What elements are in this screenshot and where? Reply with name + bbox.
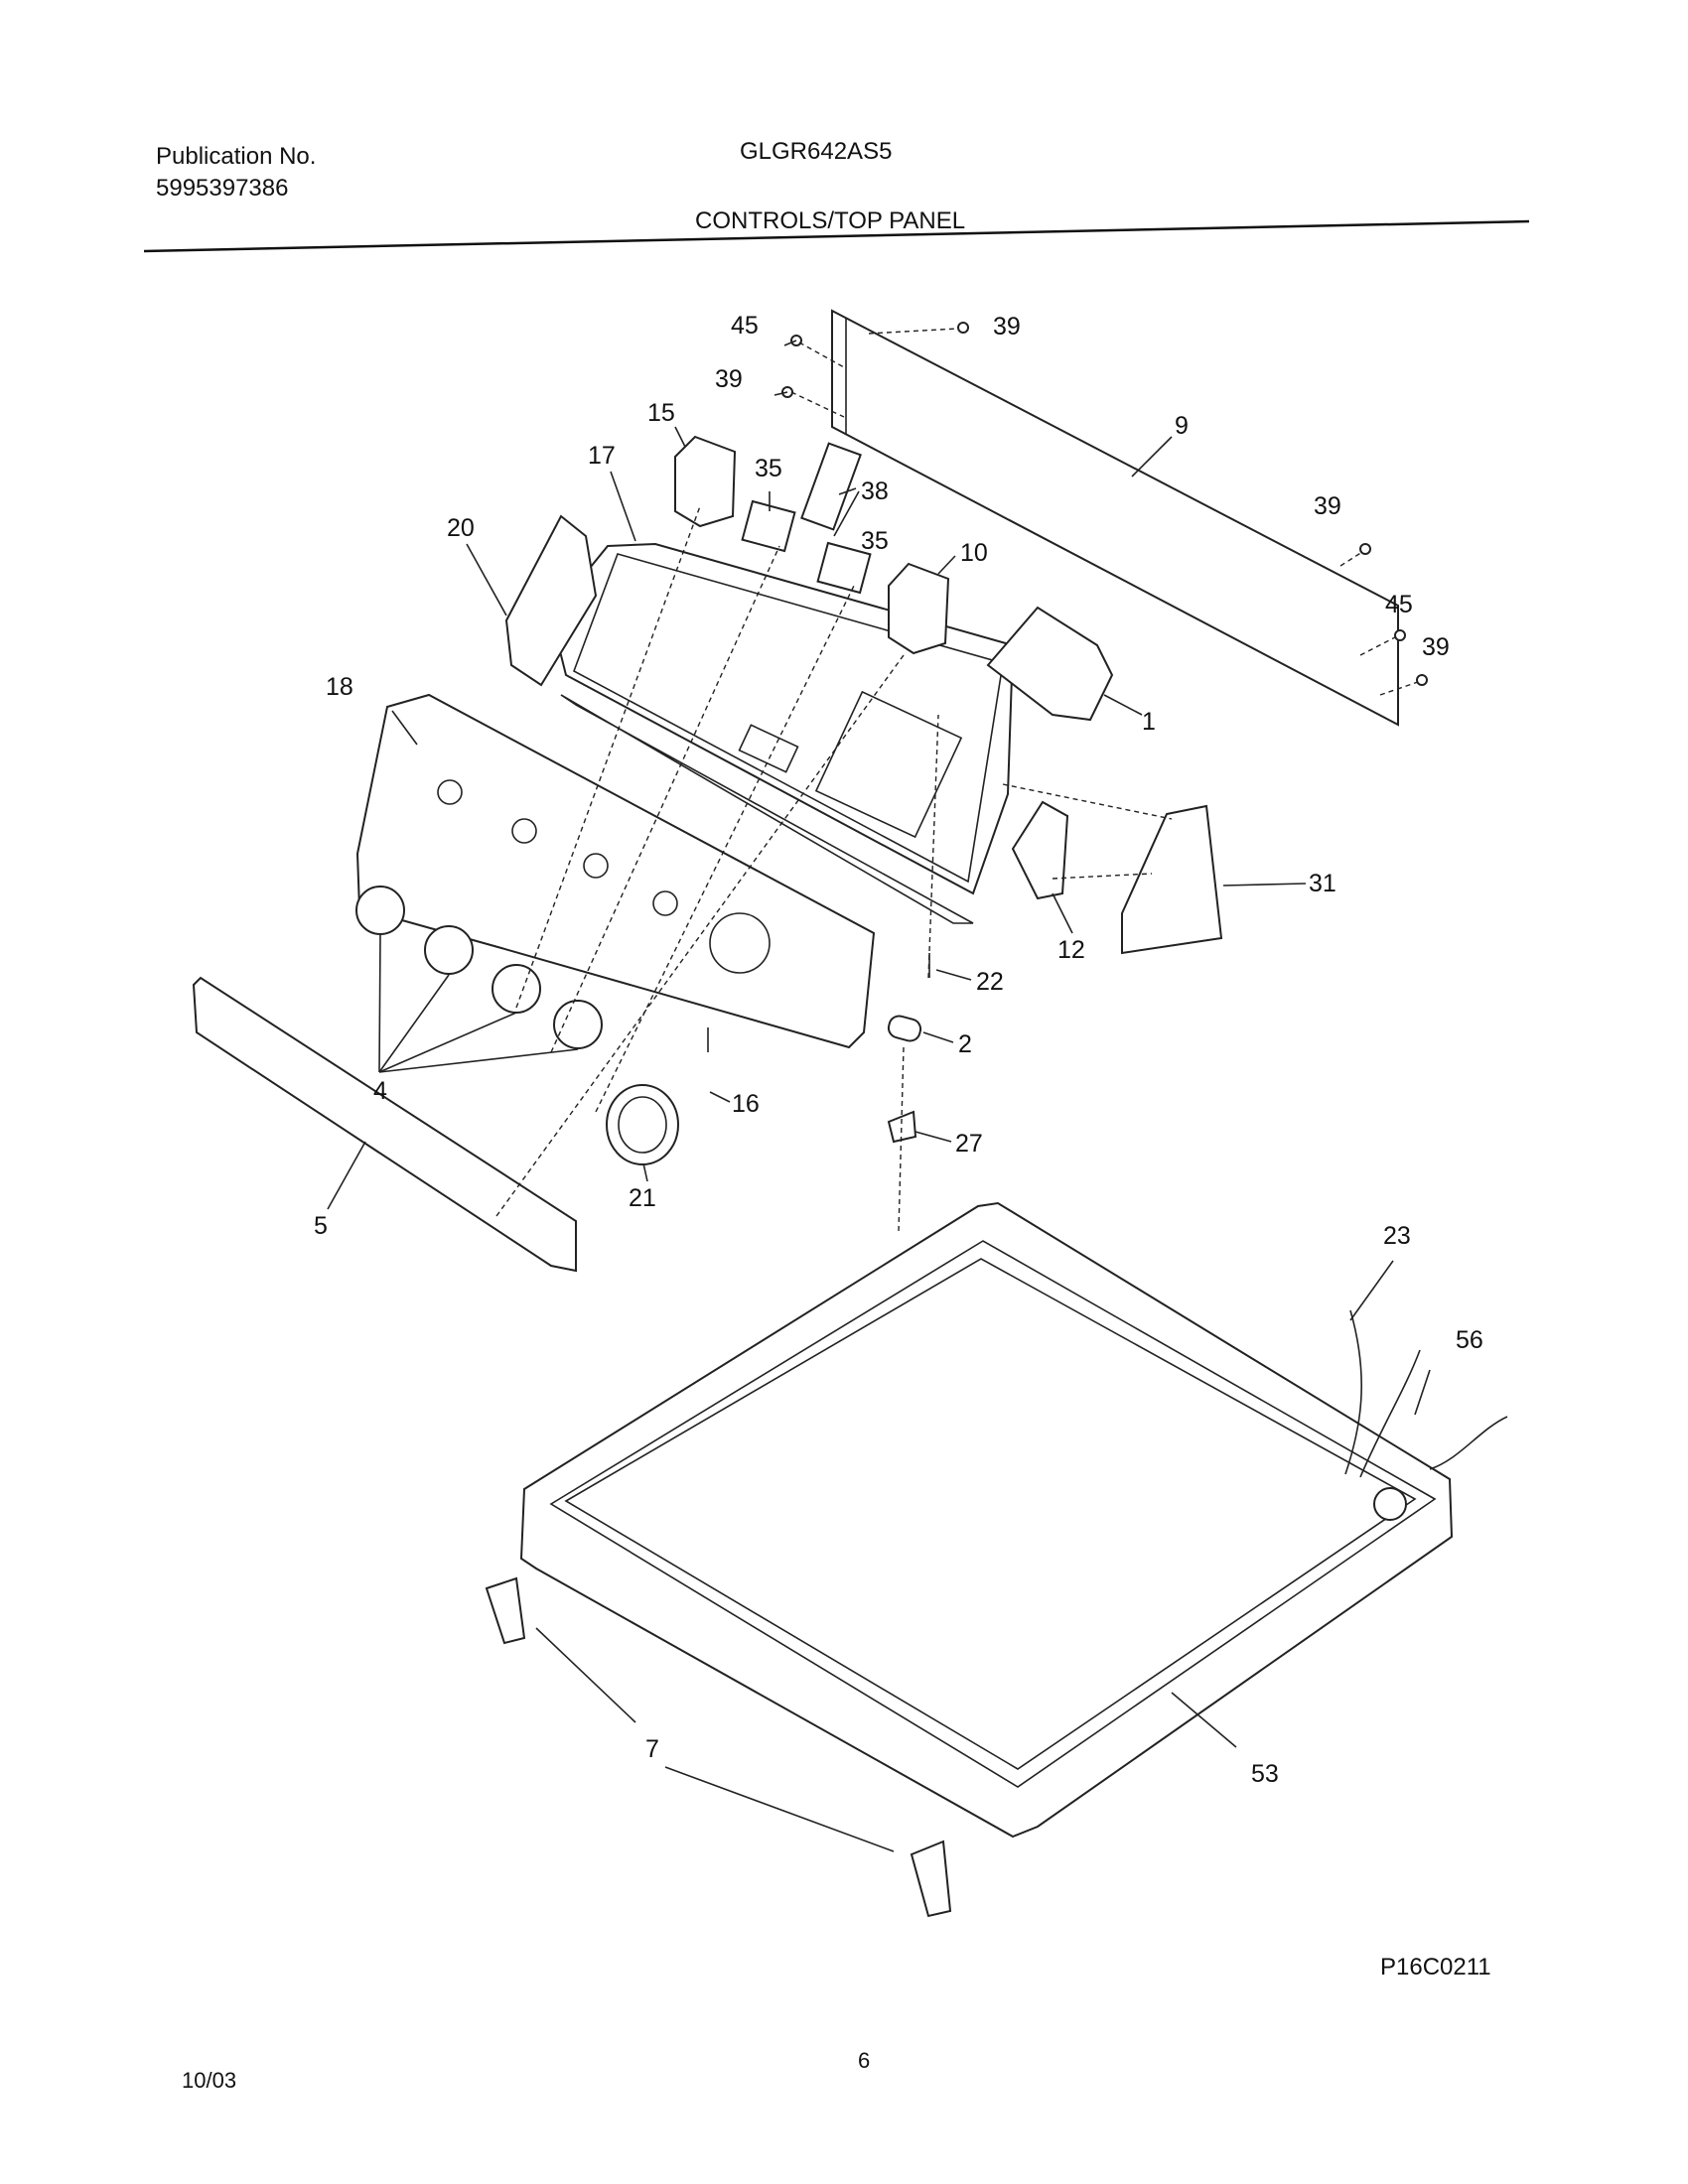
part-electronic-board bbox=[1011, 800, 1069, 900]
callout-35-upper: 35 bbox=[755, 455, 782, 482]
callout-18: 18 bbox=[326, 673, 353, 701]
part-knobs bbox=[355, 886, 603, 1049]
section-title: CONTROLS/TOP PANEL bbox=[695, 207, 966, 234]
part-timer-knob bbox=[606, 1084, 679, 1165]
publication-number: 5995397386 bbox=[156, 175, 289, 202]
callout-7: 7 bbox=[645, 1735, 659, 1763]
callout-56: 56 bbox=[1456, 1326, 1483, 1354]
part-top-panel bbox=[519, 1201, 1454, 1839]
callout-21: 21 bbox=[629, 1184, 656, 1212]
callout-16: 16 bbox=[732, 1090, 760, 1118]
callout-20: 20 bbox=[447, 514, 475, 542]
part-back-panel bbox=[831, 309, 1399, 727]
callout-1: 1 bbox=[1142, 708, 1156, 736]
part-feet bbox=[485, 1576, 952, 1918]
callout-39-top-left: 39 bbox=[715, 365, 743, 393]
assembly-dashed-lines bbox=[495, 505, 1173, 1232]
callout-labels: 45 39 39 9 15 35 38 17 20 35 10 39 45 39… bbox=[314, 312, 1483, 1788]
callout-4: 4 bbox=[373, 1077, 387, 1105]
callout-53: 53 bbox=[1251, 1760, 1279, 1788]
callout-39-right: 39 bbox=[1314, 492, 1341, 520]
part-wire-harness bbox=[1344, 1309, 1508, 1478]
callout-35-lower: 35 bbox=[861, 527, 889, 555]
part-trim-strip bbox=[192, 976, 577, 1273]
callout-22: 22 bbox=[976, 968, 1004, 996]
callout-27: 27 bbox=[955, 1130, 983, 1158]
part-right-end-cap bbox=[1121, 804, 1223, 955]
callout-17: 17 bbox=[588, 442, 616, 470]
callout-2: 2 bbox=[958, 1030, 972, 1058]
callout-23: 23 bbox=[1383, 1222, 1411, 1250]
callout-45-right: 45 bbox=[1385, 591, 1413, 618]
publication-label: Publication No. bbox=[156, 143, 317, 170]
part-switches bbox=[674, 435, 950, 655]
page-number: 6 bbox=[858, 2048, 871, 2073]
callout-31: 31 bbox=[1309, 870, 1336, 897]
header-rule bbox=[143, 219, 1530, 253]
callout-38: 38 bbox=[861, 478, 889, 505]
callout-39-top-right: 39 bbox=[993, 313, 1021, 341]
drawing-code: P16C0211 bbox=[1380, 1954, 1491, 1980]
callout-leaders bbox=[327, 426, 1431, 1852]
part-bracket bbox=[986, 606, 1114, 722]
part-console-overlay bbox=[355, 693, 876, 1049]
callout-45-top: 45 bbox=[731, 312, 759, 340]
callout-5: 5 bbox=[314, 1212, 328, 1240]
callout-9: 9 bbox=[1175, 412, 1189, 440]
callout-12: 12 bbox=[1057, 936, 1085, 964]
part-small-hardware bbox=[707, 953, 930, 1144]
revision-date: 10/03 bbox=[182, 2068, 237, 2093]
part-screws bbox=[774, 322, 1428, 696]
callout-15: 15 bbox=[647, 399, 675, 427]
model-number: GLGR642AS5 bbox=[740, 138, 893, 165]
part-left-end-cap bbox=[504, 514, 598, 687]
callout-10: 10 bbox=[960, 539, 988, 567]
callout-39-far-right: 39 bbox=[1422, 633, 1450, 661]
